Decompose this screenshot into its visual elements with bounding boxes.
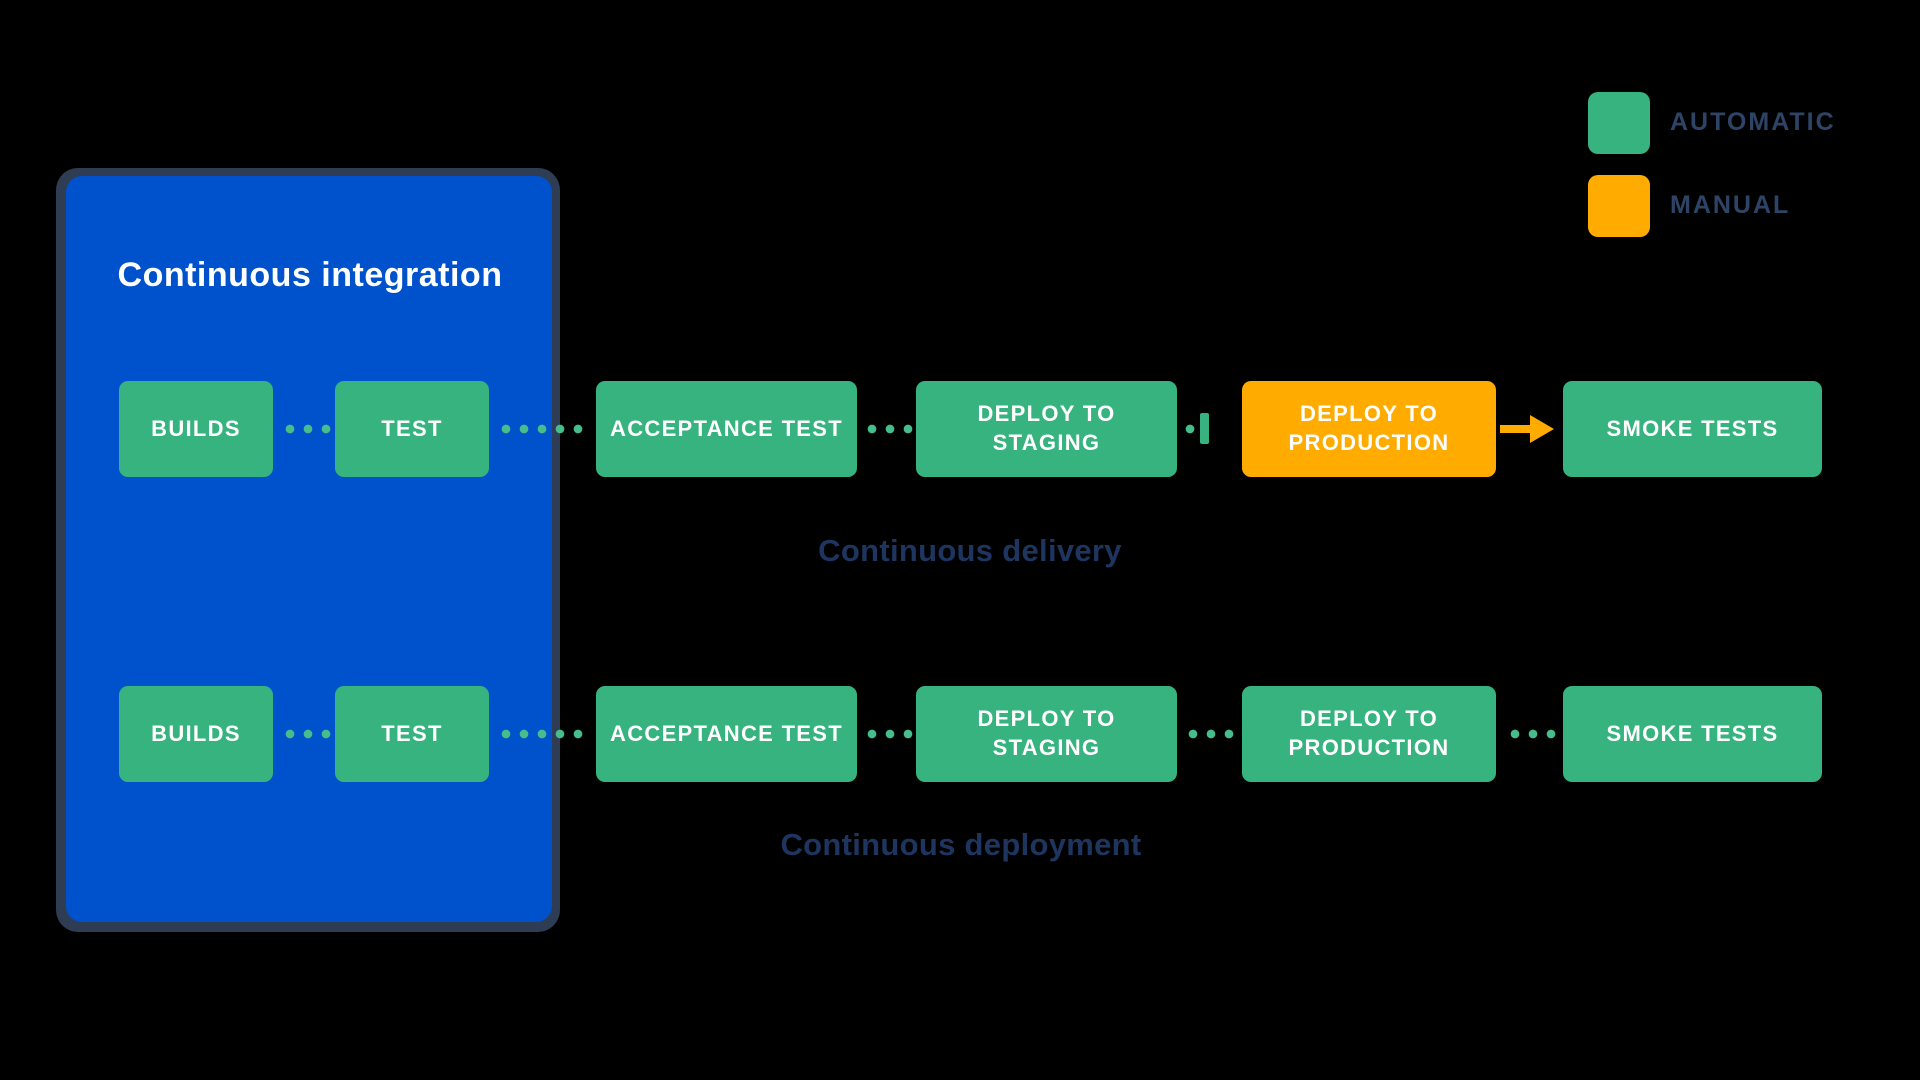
legend-manual-swatch xyxy=(1588,175,1650,237)
node-r2-deploy-production: DEPLOY TO PRODUCTION xyxy=(1242,686,1496,782)
node-r1-test: TEST xyxy=(335,381,489,477)
connector-r2-staging-production xyxy=(1184,729,1236,739)
node-r2-acceptance-test: ACCEPTANCE TEST xyxy=(596,686,857,782)
node-r1-acceptance-test: ACCEPTANCE TEST xyxy=(596,381,857,477)
node-r1-deploy-production: DEPLOY TO PRODUCTION xyxy=(1242,381,1496,477)
continuous-integration-panel-fill xyxy=(66,176,552,922)
node-r2-deploy-staging: DEPLOY TO STAGING xyxy=(916,686,1177,782)
connector-r2-production-smoke xyxy=(1506,729,1558,739)
node-r2-builds: BUILDS xyxy=(119,686,273,782)
connector-r1-staging-gate xyxy=(1181,424,1199,434)
node-r1-deploy-staging: DEPLOY TO STAGING xyxy=(916,381,1177,477)
connector-r2-acceptance-staging xyxy=(863,729,913,739)
continuous-integration-panel xyxy=(56,168,560,932)
connector-r2-test-acceptance xyxy=(497,729,591,739)
node-r2-smoke-tests: SMOKE TESTS xyxy=(1563,686,1822,782)
manual-gate-bar xyxy=(1200,413,1209,444)
legend-automatic-label: AUTOMATIC xyxy=(1670,108,1836,136)
node-r2-test: TEST xyxy=(335,686,489,782)
manual-arrow-icon xyxy=(1500,415,1554,443)
node-r1-smoke-tests: SMOKE TESTS xyxy=(1563,381,1822,477)
caption-continuous-delivery: Continuous delivery xyxy=(818,533,1122,568)
legend-automatic-swatch xyxy=(1588,92,1650,154)
caption-continuous-deployment: Continuous deployment xyxy=(780,827,1142,862)
connector-r1-builds-test xyxy=(281,424,331,434)
connector-r1-acceptance-staging xyxy=(863,424,913,434)
node-r1-builds: BUILDS xyxy=(119,381,273,477)
connector-r2-builds-test xyxy=(281,729,331,739)
connector-r1-test-acceptance xyxy=(497,424,591,434)
legend-manual-label: MANUAL xyxy=(1670,191,1791,219)
continuous-integration-title: Continuous integration xyxy=(117,256,503,294)
